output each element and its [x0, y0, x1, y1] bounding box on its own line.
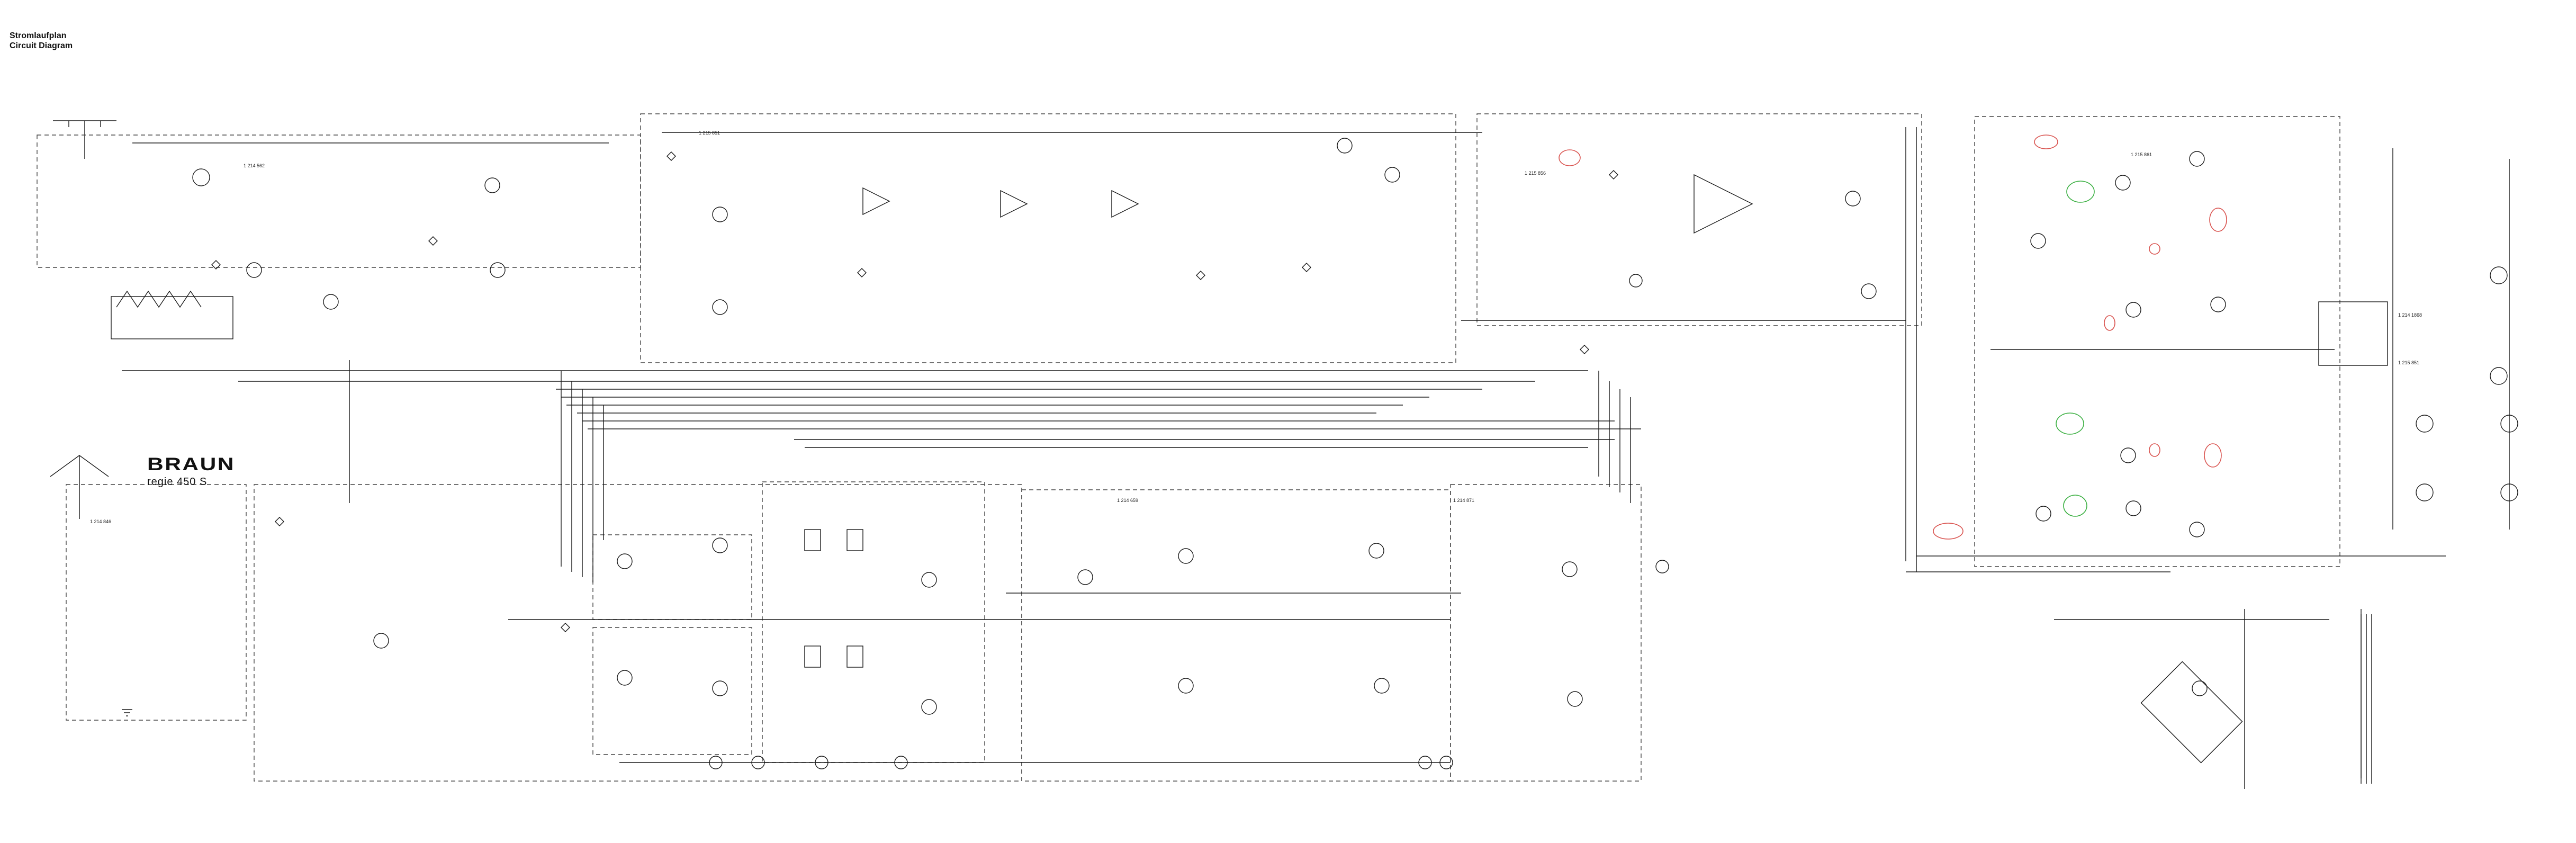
transistor-icons [192, 138, 2226, 715]
am-antenna-icon [50, 455, 109, 519]
brand-name: BRAUN [147, 454, 235, 474]
module-label: 1 214 562 [244, 163, 265, 168]
annotation-circles [1559, 134, 2227, 540]
module-label: 1 215 856 [1525, 171, 1546, 176]
title-block: Stromlaufplan Circuit Diagram [10, 31, 73, 51]
model-name: regie 450 S [147, 476, 208, 488]
module-label: 1 215 861 [2131, 152, 2152, 157]
component-details [111, 266, 2518, 784]
brand-logo: BRAUN regie 450 S [147, 454, 233, 488]
diagram-subtitle: Circuit Diagram [10, 41, 73, 50]
module-label: 1 214 871 [1453, 498, 1475, 503]
signal-buses [122, 132, 2446, 763]
module-label: 1 214 846 [90, 519, 112, 524]
module-label: 1 215 851 [699, 130, 720, 136]
module-label: 1 214 1868 [2398, 312, 2422, 318]
op-amp-icons [862, 174, 1753, 234]
fm-antenna-icon [53, 120, 116, 159]
vertical-buses [349, 127, 2510, 789]
module-boundaries [37, 113, 2340, 782]
test-point-markers [211, 151, 1618, 632]
module-label: 1 214 659 [1117, 498, 1139, 503]
module-label: 1 215 851 [2398, 360, 2420, 365]
diagram-title: Stromlaufplan [10, 31, 67, 40]
